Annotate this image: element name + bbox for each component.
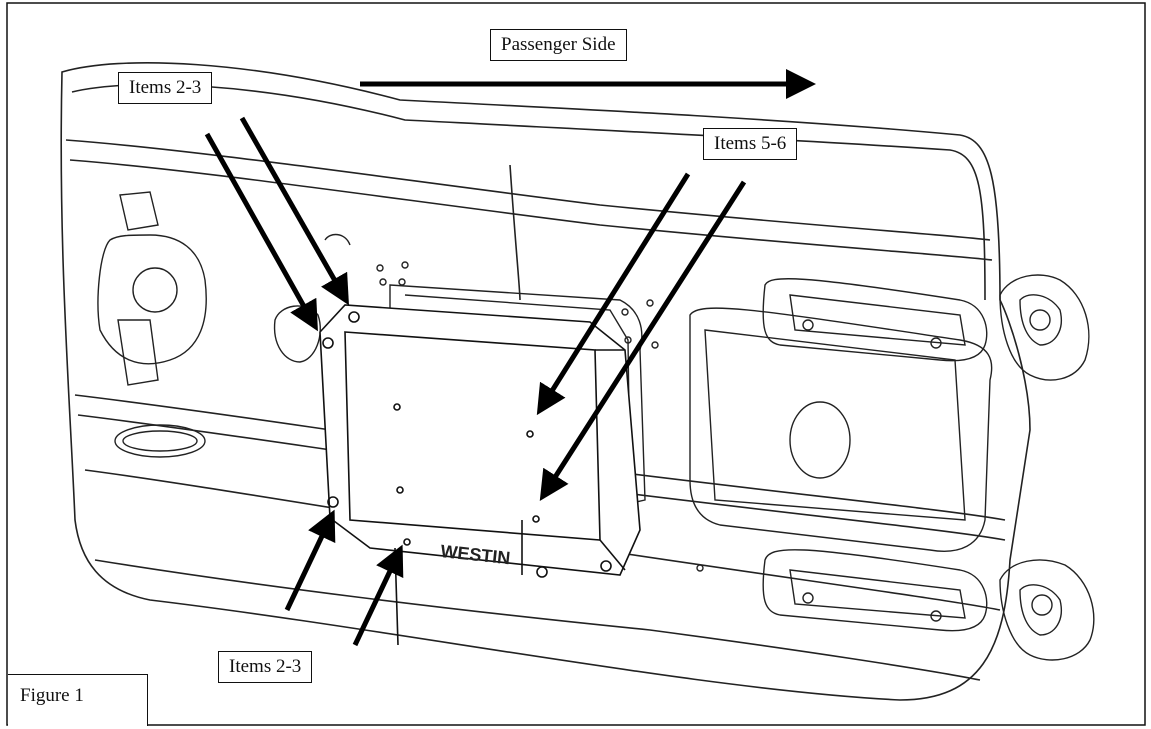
license-plate-mount: WESTIN — [319, 304, 641, 646]
items-2-3-arrow-c — [284, 509, 336, 612]
items-2-3-label-top: Items 2-3 — [118, 72, 213, 104]
passenger-side-label: Passenger Side — [490, 29, 627, 61]
figure-frame — [6, 2, 1146, 726]
lower-hinge — [762, 549, 1095, 661]
tailgate-body — [60, 62, 1031, 701]
items-2-3-label-bottom: Items 2-3 — [218, 651, 313, 683]
items-5-6-label: Items 5-6 — [703, 128, 798, 160]
passenger-side-recess — [689, 307, 993, 552]
items-5-6-arrow-b — [539, 180, 747, 502]
upper-hinge — [762, 274, 1090, 381]
callout-arrows — [204, 69, 816, 647]
items-2-3-arrow-d — [352, 544, 404, 647]
items-2-3-arrow-a — [204, 132, 318, 332]
figure-label: Figure 1 — [8, 674, 148, 726]
items-5-6-arrow-a — [536, 172, 691, 416]
items-2-3-arrow-b — [239, 116, 349, 306]
